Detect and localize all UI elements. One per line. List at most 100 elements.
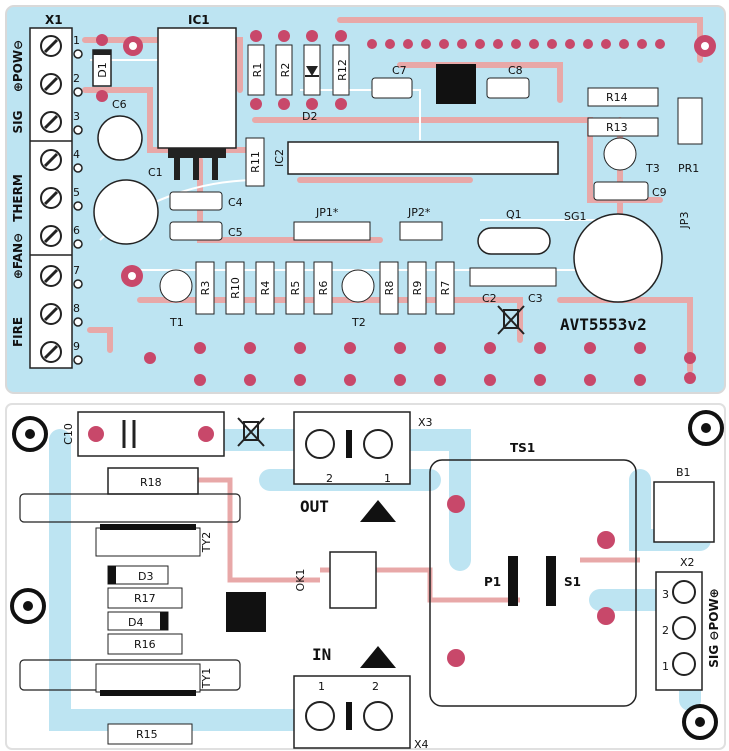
r14-label: R14 (606, 91, 628, 104)
jp3-label: JP3 (678, 212, 691, 230)
r2-label: R2 (279, 63, 292, 78)
sg1-label: SG1 (564, 210, 587, 223)
upper-board: X1 1 2 3 4 5 6 7 8 9 ⊕POW⊖ SIG THERM ⊕FA… (5, 5, 726, 394)
x1-pin-8: 8 (73, 302, 80, 315)
jp2-label: JP2* (407, 206, 431, 219)
x3-pin-1: 1 (384, 472, 391, 485)
x4-label: X4 (414, 738, 429, 751)
x1-pin-9: 9 (73, 340, 80, 353)
in-label: IN (312, 645, 331, 664)
jp1-label: JP1* (315, 206, 339, 219)
mounting-holes (10, 410, 724, 740)
c10-label: C10 (62, 423, 75, 445)
p1-label: P1 (484, 575, 501, 589)
avt-logo (436, 64, 476, 104)
x2-pin-3: 3 (662, 588, 669, 601)
r1-label: R1 (251, 63, 264, 78)
x1-pin-5: 5 (73, 186, 80, 199)
r9-label: R9 (411, 281, 424, 296)
x1-label: X1 (45, 13, 63, 27)
label-sig: SIG (11, 111, 25, 134)
x2-signal-label: SIG ⊖POW⊕ (707, 588, 721, 667)
ic1-regulator (157, 27, 237, 149)
label-fire: FIRE (11, 317, 25, 347)
weee-bin-icon-top (497, 305, 525, 335)
c9-label: C9 (652, 186, 667, 199)
ts1-transformer (429, 459, 637, 707)
ok1-label: OK1 (294, 569, 307, 592)
header-pads (367, 39, 665, 49)
r18-label: R18 (140, 476, 162, 489)
out-arrow-icon (360, 500, 396, 522)
c3-label: C3 (528, 292, 543, 305)
ic2-chip (287, 141, 559, 175)
t3-label: T3 (645, 162, 660, 175)
label-therm: THERM (11, 174, 25, 222)
r6-label: R6 (317, 281, 330, 296)
x4-pin-1: 1 (318, 680, 325, 693)
avt-logo-lower (226, 592, 266, 632)
x1-pin-3: 3 (73, 110, 80, 123)
r4-label: R4 (259, 281, 272, 296)
x1-pin-6: 6 (73, 224, 80, 237)
c2-label: C2 (482, 292, 497, 305)
x1-pin-7: 7 (73, 264, 80, 277)
x1-pin-2: 2 (73, 72, 80, 85)
r12-label: R12 (336, 59, 349, 81)
ic1-label: IC1 (188, 13, 210, 27)
ty1-label: TY1 (200, 668, 213, 689)
x1-pin-4: 4 (73, 148, 80, 161)
d2-label: D2 (302, 110, 317, 123)
resistors-top (247, 30, 350, 110)
weee-bin-icon-bottom (237, 417, 265, 447)
out-label: OUT (300, 497, 329, 516)
c5-label: C5 (228, 226, 243, 239)
ic2-label: IC2 (273, 149, 286, 167)
r3-label: R3 (199, 281, 212, 296)
pr1-label: PR1 (678, 162, 699, 175)
in-arrow-icon (360, 646, 396, 668)
b1-bridge (653, 481, 715, 543)
c4-label: C4 (228, 196, 243, 209)
r7-label: R7 (439, 281, 452, 296)
board-name: AVT5553v2 (560, 315, 647, 334)
c6-capacitor (97, 115, 143, 161)
x1-pin-1: 1 (73, 34, 80, 47)
r17-label: R17 (134, 592, 156, 605)
ok1-optocoupler (329, 551, 377, 609)
x4-pin-2: 2 (372, 680, 379, 693)
label-fan: ⊕FAN⊖ (11, 233, 25, 279)
c6-label: C6 (112, 98, 127, 111)
label-pow: ⊕POW⊖ (11, 40, 25, 92)
sg1-buzzer (573, 213, 663, 303)
resistor-row (195, 261, 455, 315)
c8-label: C8 (508, 64, 523, 77)
x2-pin-1: 1 (662, 660, 669, 673)
x3-pin-2: 2 (326, 472, 333, 485)
x2-label: X2 (680, 556, 695, 569)
x1-terminal-block (29, 27, 73, 369)
r16-label: R16 (134, 638, 156, 651)
c1-capacitor (93, 179, 159, 245)
r5-label: R5 (289, 281, 302, 296)
r13-label: R13 (606, 121, 628, 134)
c7-label: C7 (392, 64, 407, 77)
lower-board: C10 R18 TY2 D3 R17 D4 R16 TY1 R15 (5, 403, 726, 751)
r11-label: R11 (249, 151, 262, 173)
r10-label: R10 (229, 277, 242, 299)
d3-label: D3 (138, 570, 153, 583)
d1-label: D1 (96, 62, 109, 77)
t1-label: T1 (169, 316, 184, 329)
x2-pin-2: 2 (662, 624, 669, 637)
d4-label: D4 (128, 616, 143, 629)
c1-label: C1 (148, 166, 163, 179)
r8-label: R8 (383, 281, 396, 296)
q1-label: Q1 (506, 208, 522, 221)
x3-label: X3 (418, 416, 433, 429)
ts1-label: TS1 (510, 441, 535, 455)
b1-label: B1 (676, 466, 691, 479)
ty2-label: TY2 (200, 532, 213, 553)
t2-label: T2 (351, 316, 366, 329)
s1-label: S1 (564, 575, 581, 589)
